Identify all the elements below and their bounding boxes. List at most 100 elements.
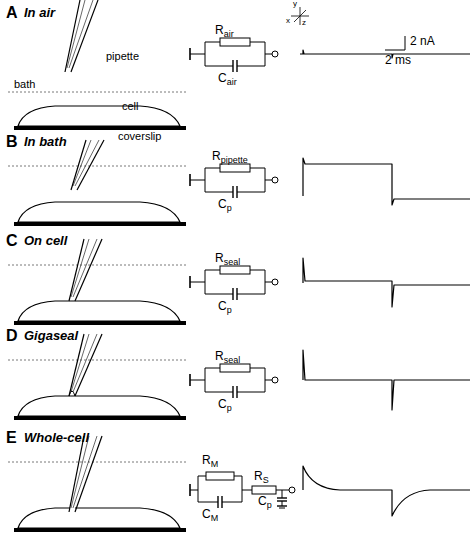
bath-surface (8, 265, 186, 266)
wire (234, 476, 242, 477)
wire (282, 490, 283, 498)
wire (237, 192, 265, 193)
component-symbol: C (258, 495, 267, 508)
component-subscript: S (263, 476, 269, 486)
pipette-lumen (71, 239, 89, 297)
cell-body (18, 396, 180, 416)
component-symbol: C (218, 300, 227, 313)
bath-surface (8, 462, 186, 463)
current-trace (303, 466, 470, 516)
pipette-lumen (75, 140, 99, 186)
panel-title: Whole-cell (24, 431, 89, 445)
panel-letter: C (6, 232, 18, 250)
wire (237, 392, 265, 393)
wire (250, 42, 265, 43)
wire (205, 392, 233, 393)
pipette-wall (75, 334, 102, 396)
component-symbol: C (218, 398, 227, 411)
panel-letter: E (6, 429, 17, 447)
cell-body (18, 508, 180, 528)
coverslip (14, 222, 186, 226)
cell-body (18, 301, 180, 321)
wire (205, 270, 206, 294)
component-subscript: M (211, 514, 219, 524)
resistor-symbol (206, 472, 234, 480)
ground-symbol (277, 505, 287, 506)
component-symbol: R (254, 470, 263, 483)
pipette-lumen (73, 140, 91, 186)
terminal (289, 487, 295, 493)
panel-letter: B (6, 133, 18, 151)
wire (205, 368, 220, 369)
pipette-wall (69, 334, 84, 396)
component-symbol: R (202, 454, 211, 467)
resistor-symbol (220, 164, 250, 172)
component-symbol: C (218, 198, 227, 211)
wire (190, 282, 205, 283)
wire (205, 42, 220, 43)
component-subscript: p (227, 306, 232, 316)
component-subscript: air (224, 30, 234, 40)
panel-letter: A (6, 4, 18, 22)
panel-title: In air (24, 6, 55, 20)
pipette-wall (71, 0, 98, 72)
wire (198, 502, 218, 503)
panel-letter: D (6, 327, 18, 345)
component-symbol: R (215, 252, 224, 265)
wire (190, 54, 205, 55)
wire (265, 180, 272, 181)
part-label: bath (14, 78, 35, 90)
component-symbol: C (218, 72, 227, 85)
cell-body (18, 106, 180, 126)
wire (205, 368, 206, 392)
scale-label: 2 ms (385, 54, 411, 67)
capacitor-symbol (232, 386, 233, 398)
wire (250, 168, 265, 169)
pipette-wall (69, 436, 84, 512)
wire (237, 294, 265, 295)
capacitor-symbol (232, 288, 233, 300)
scale-label: 2 nA (410, 35, 435, 48)
wire (265, 54, 272, 55)
resistor-symbol (220, 266, 250, 274)
wire (265, 380, 272, 381)
wire (198, 476, 206, 477)
pipette-wall (69, 239, 84, 301)
axis-label: x (286, 17, 290, 26)
cell-body (18, 202, 180, 222)
wire (250, 368, 265, 369)
panel-title: Gigaseal (24, 329, 78, 343)
component-symbol: R (215, 350, 224, 363)
panel-title: In bath (24, 135, 67, 149)
pipette-lumen (73, 436, 97, 508)
terminal (272, 377, 278, 383)
component-subscript: p (227, 204, 232, 214)
wire (242, 476, 243, 502)
part-label: cell (122, 100, 139, 112)
wire (205, 66, 233, 67)
wire (205, 168, 206, 192)
wire (242, 490, 252, 491)
component-symbol: C (202, 508, 211, 521)
current-trace (303, 158, 470, 205)
current-trace (303, 258, 470, 307)
wire (265, 282, 272, 283)
component-subscript: air (227, 78, 237, 88)
wire (222, 502, 242, 503)
part-label: coverslip (118, 130, 161, 142)
membrane-opening (70, 507, 75, 510)
wire (282, 501, 283, 506)
resistor-symbol (220, 364, 250, 372)
pipette-wall (71, 140, 86, 190)
wire (205, 42, 206, 66)
pipette-lumen (67, 0, 85, 68)
pipette-wall (75, 239, 102, 301)
wire (190, 490, 198, 491)
capacitor-symbol (232, 60, 233, 72)
wire (190, 180, 205, 181)
scale-bar (385, 50, 405, 51)
part-label: pipette (106, 50, 139, 62)
component-subscript: M (211, 460, 219, 470)
resistor-symbol (252, 486, 276, 494)
